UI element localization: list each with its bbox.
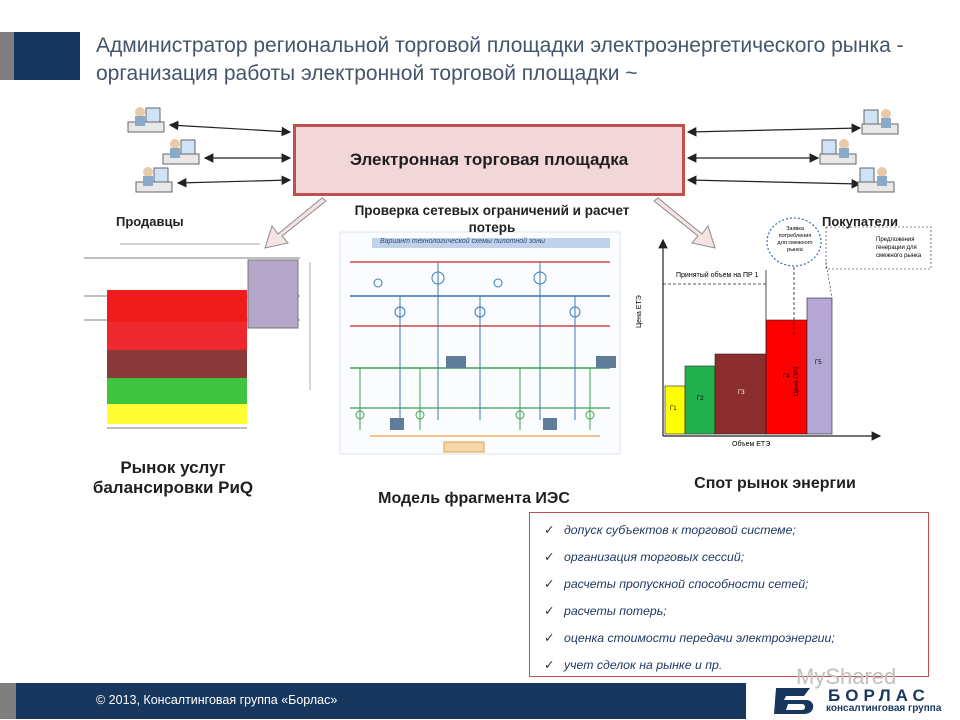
header-strip-gray [0,32,14,80]
list-item: ✓учет сделок на рынке и пр. [544,652,928,679]
big-arrows [264,197,716,249]
grid-scheme [339,231,621,455]
check-icon: ✓ [544,523,555,537]
model-label: Модель фрагмента ИЭС [378,490,570,507]
check-icon: ✓ [544,658,555,672]
spot-volume-axis: Объем ЕТЭ [732,441,771,448]
spot-request-label: Заявка потребления для смежного рынка [777,226,813,253]
list-item: ✓организация торговых сессий; [544,544,928,571]
balancing-market-label: Рынок услуг балансировки PиQ [92,458,254,497]
sellers-label: Продавцы [116,214,184,229]
spot-accepted-volume: Принятый объем на ПР 1 [676,272,759,279]
trading-platform-label: Электронная торговая площадка [349,150,629,169]
footer-strip [0,683,16,719]
buyer-icons [819,109,899,193]
bar-label-g1: Г1 [670,406,677,412]
spot-offers-label: Предложения генерации для смежного рынка [876,237,922,259]
seller-links [168,120,292,188]
list-item: ✓расчеты пропускной способности сетей; [544,571,928,598]
buyer-links [686,123,862,189]
watermark: MyShared [796,664,897,689]
bar-g2 [684,365,716,435]
functions-checklist: ✓допуск субъектов к торговой системе; ✓о… [529,512,929,677]
check-icon: ✓ [544,631,555,645]
list-item: ✓допуск субъектов к торговой системе; [544,517,928,544]
borlas-logo-icon [774,688,814,714]
spot-market-label: Спот рынок энергии [694,475,856,492]
seller-icons [127,107,200,193]
buyers-label: Покупатели [822,214,898,229]
balancing-chart [84,243,311,429]
bar-label-g2: Г2 [697,396,704,402]
bar-g4 [765,319,808,435]
header-strip-blue [14,32,80,80]
scheme-caption: Вариант технологической схемы пилотной з… [380,238,546,245]
check-icon: ✓ [544,550,555,564]
bar-label-g5: Г5 [815,360,822,366]
trading-platform-box: Электронная торговая площадка [293,124,685,196]
footer-bar [16,683,746,719]
spot-pr-price: Цена ПР1 [793,365,800,396]
list-item: ✓оценка стоимости передачи электроэнерги… [544,625,928,652]
footer-copyright: © 2013, Консалтинговая группа «Борлас» [96,693,338,707]
slide-title: Администратор региональной торговой площ… [96,34,904,85]
bar-label-g3: Г3 [738,390,745,396]
bar-g3 [714,353,767,435]
check-icon: ✓ [544,604,555,618]
logo-subtitle: консалтинговая группа [826,703,942,714]
spot-price-axis: Цена ЕТЭ [636,295,643,328]
bar-label-g4: Г4 [783,374,790,380]
list-item: ✓расчеты потерь; [544,598,928,625]
logo-name: БОРЛАС [828,686,930,705]
spot-chart [658,217,932,441]
bar-g5 [806,297,833,435]
network-check-label: Проверка сетевых ограничений и расчет по… [354,203,630,235]
check-icon: ✓ [544,577,555,591]
